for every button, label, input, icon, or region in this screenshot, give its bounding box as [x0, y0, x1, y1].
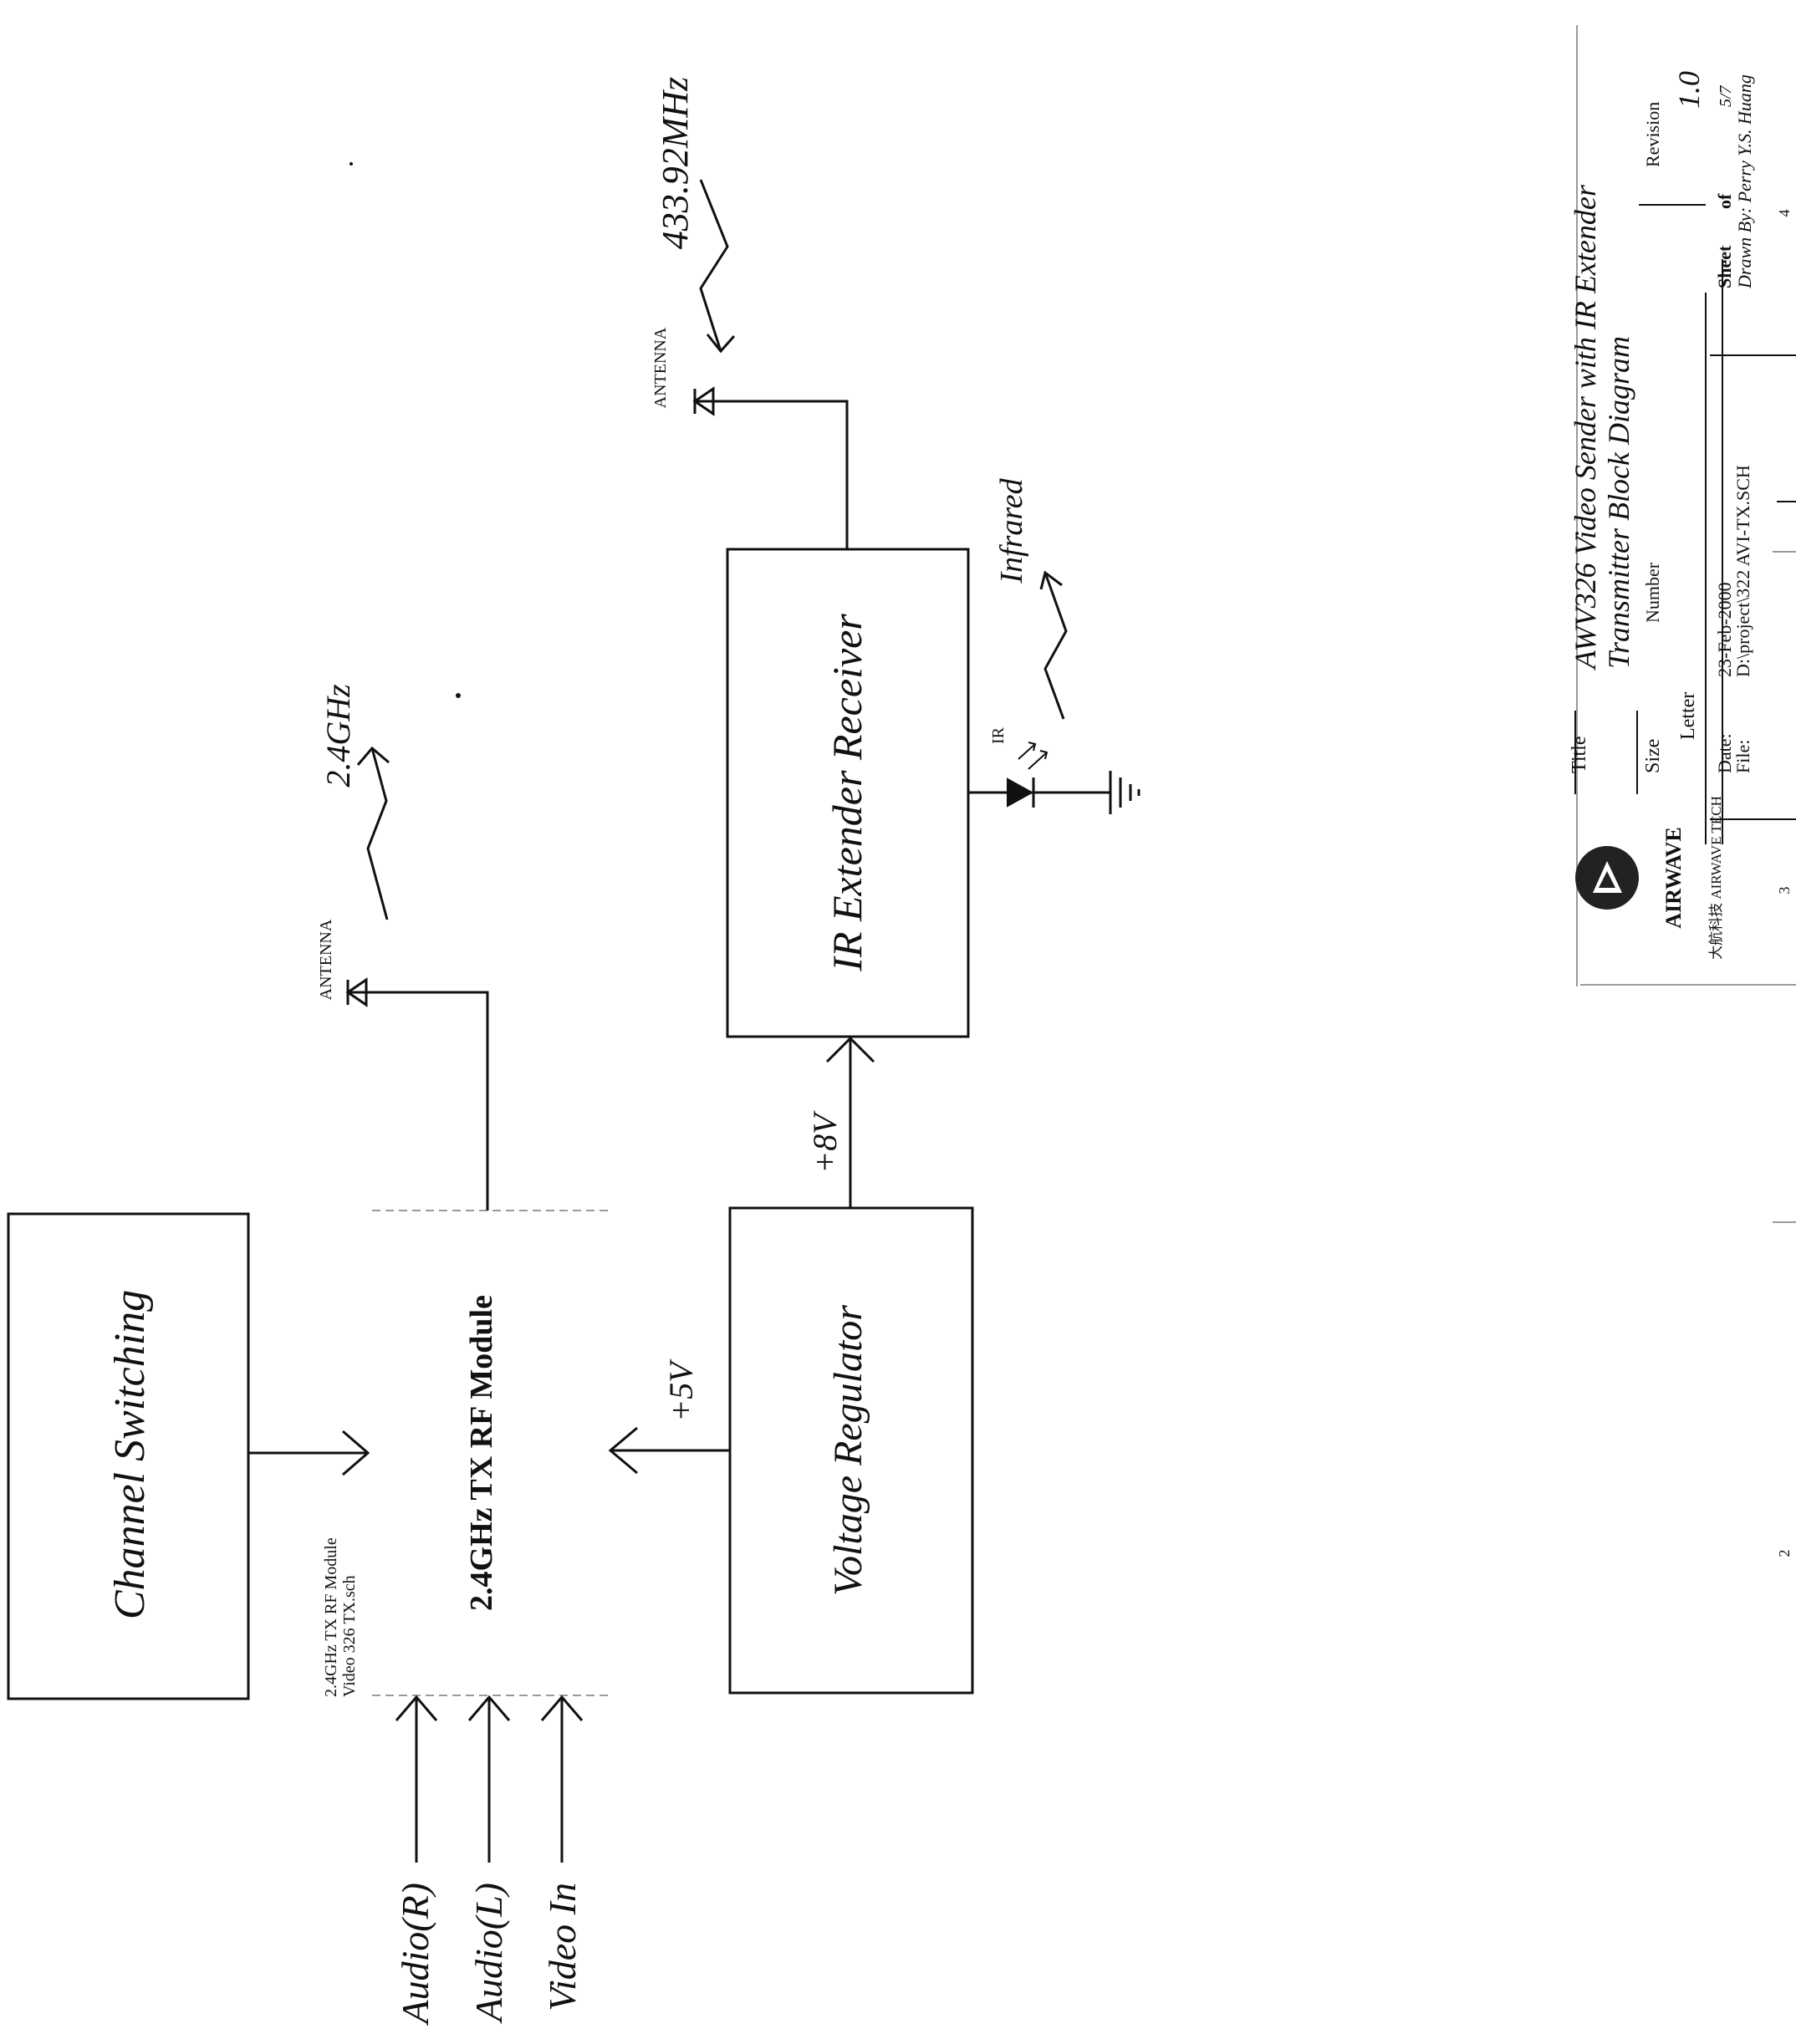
- subsheet-file: Video 326 TX.sch: [340, 1575, 359, 1697]
- company-logo-text: AIRWAVE: [1661, 827, 1686, 928]
- date-value: 23-Feb-2000: [1714, 582, 1735, 677]
- freq-2-4ghz-label: 2.4GHz: [319, 684, 357, 788]
- channel-switching-label: Channel Switching: [106, 1290, 154, 1619]
- file-field-label: File:: [1732, 740, 1753, 773]
- antenna-1-symbol: [345, 977, 489, 1211]
- voltage-regulator-label: Voltage Regulator: [826, 1305, 870, 1596]
- plus5v-arrow: [608, 1426, 730, 1475]
- freq-433mhz-label: 433.92MHz: [655, 77, 696, 250]
- antenna-2-symbol: [692, 386, 849, 549]
- ir-receiver-label: IR Extender Receiver: [824, 614, 870, 972]
- size-value: Letter: [1677, 692, 1699, 740]
- rf-wave-433mhz-icon: [699, 179, 736, 354]
- title-field-label: Title: [1569, 737, 1590, 773]
- company-sub-text: 大航科技 AIRWAVE TECH: [1708, 796, 1724, 960]
- border-mark-4: 4: [1776, 210, 1793, 217]
- audio-l-arrow: [467, 1695, 511, 1863]
- drawn-by: Drawn By: Perry Y.S. Huang: [1734, 74, 1755, 289]
- input-video-in-label: Video In: [541, 1883, 584, 2011]
- size-field-label: Size: [1642, 739, 1664, 773]
- subsheet-name: 2.4GHz TX RF Module: [322, 1537, 340, 1697]
- ground-icon: [1109, 771, 1140, 814]
- border-mark-2: 2: [1776, 1550, 1793, 1557]
- audio-r-arrow: [395, 1695, 438, 1863]
- sheet-value: 5/7: [1717, 84, 1735, 107]
- file-value: D:\project\322 AVI-TX.SCH: [1732, 465, 1753, 677]
- revision-field-label: Revision: [1642, 102, 1663, 167]
- video-in-arrow: [540, 1695, 584, 1863]
- title-line-1: AWV326 Video Sender with IR Extender: [1569, 184, 1602, 670]
- plus8v-arrow: [825, 1036, 875, 1208]
- antenna-2-label: ANTENNA: [651, 327, 670, 408]
- stray-dot: [350, 162, 353, 166]
- revision-value: 1.0: [1672, 71, 1706, 109]
- channel-to-rf-arrow: [248, 1430, 370, 1476]
- border-mark-3: 3: [1776, 887, 1793, 895]
- date-field-label: Date:: [1714, 733, 1735, 773]
- infrared-wave-icon: [1039, 570, 1068, 720]
- number-field-label: Number: [1642, 562, 1663, 623]
- plus8v-label: +8V: [806, 1110, 844, 1174]
- sheet-of-label: of: [1714, 193, 1735, 209]
- infrared-label: Infrared: [994, 477, 1029, 584]
- ir-led-icon: [968, 742, 1110, 808]
- stray-dot: [456, 693, 461, 698]
- input-audio-r-label: Audio(R): [394, 1883, 436, 2026]
- sheet-field-label: Sheet: [1714, 245, 1735, 288]
- rf-wave-2-4ghz-icon: [356, 746, 390, 920]
- channel-switching-box: [7, 1212, 250, 1700]
- airwave-logo-icon: [1575, 846, 1639, 910]
- plus5v-label: +5V: [662, 1358, 700, 1422]
- ir-led-label: IR: [989, 726, 1008, 744]
- rf-module-label: 2.4GHz TX RF Module: [464, 1295, 499, 1611]
- title-block: [1574, 25, 1796, 986]
- antenna-1-label: ANTENNA: [317, 919, 335, 1000]
- title-line-2: Transmitter Block Diagram: [1602, 336, 1635, 669]
- input-audio-l-label: Audio(L): [467, 1883, 510, 2024]
